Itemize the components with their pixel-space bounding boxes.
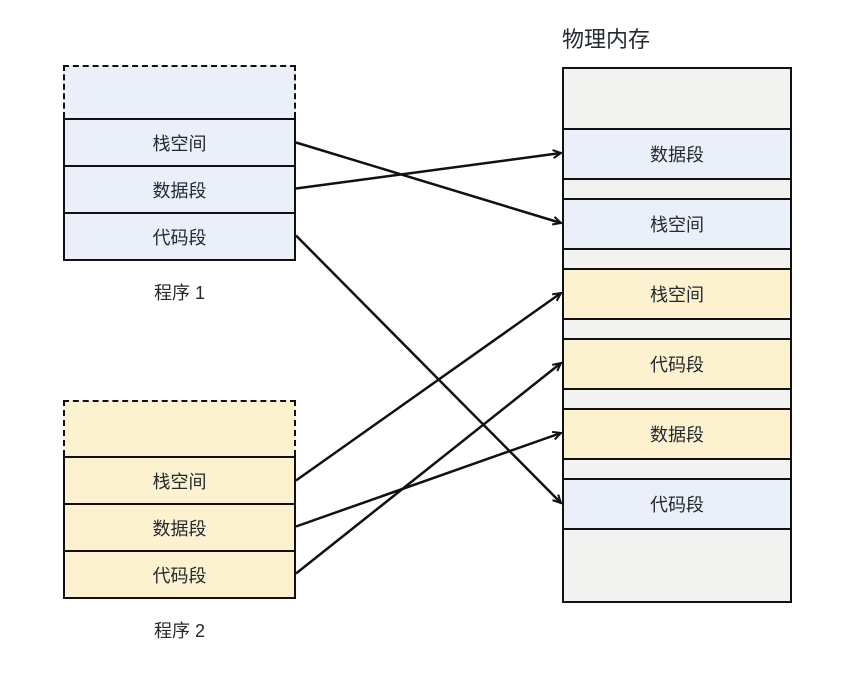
program1-reserved-region [63, 65, 296, 118]
memory-segment-p2-data: 数据段 [564, 408, 790, 458]
program2-segments: 栈空间数据段代码段 [63, 456, 296, 599]
arrow-program2.stack-to-p2-stack [295, 291, 563, 482]
memory-segment-free-bottom [564, 528, 790, 601]
program1-segment-stack: 栈空间 [65, 120, 294, 165]
memory-segment-free-top [564, 69, 790, 128]
program1-segment-data: 数据段 [65, 165, 294, 212]
program1-segment-code: 代码段 [65, 212, 294, 259]
program2-segment-code: 代码段 [65, 550, 294, 597]
program2-box: 栈空间数据段代码段 程序 2 [63, 400, 296, 643]
arrow-program1.data-to-p1-data [295, 149, 564, 190]
physical-memory-box: 数据段栈空间栈空间代码段数据段代码段 [562, 67, 792, 603]
memory-segment-p1-data: 数据段 [564, 128, 790, 178]
program1-label: 程序 1 [153, 283, 205, 303]
arrow-program1.stack-to-p1-stack [295, 141, 564, 226]
arrow-program2.data-to-p2-data [295, 430, 564, 528]
memory-segment-p2-code: 代码段 [564, 338, 790, 388]
program2-reserved-region [63, 400, 296, 456]
program1-segments: 栈空间数据段代码段 [63, 118, 296, 261]
memory-segment-gap-3 [564, 318, 790, 338]
memory-segment-gap-2 [564, 248, 790, 268]
program2-label: 程序 2 [153, 621, 205, 641]
memory-segment-p1-code: 代码段 [564, 478, 790, 528]
memory-segment-gap-5 [564, 458, 790, 478]
memory-segment-p2-stack: 栈空间 [564, 268, 790, 318]
program2-segment-stack: 栈空间 [65, 458, 294, 503]
memory-segment-gap-4 [564, 388, 790, 408]
memory-segment-p1-stack: 栈空间 [564, 198, 790, 248]
program2-segment-data: 数据段 [65, 503, 294, 550]
program1-box: 栈空间数据段代码段 程序 1 [63, 65, 296, 305]
physical-memory-title: 物理内存 [562, 27, 651, 52]
arrow-program2.code-to-p2-code [295, 361, 563, 575]
arrow-program1.code-to-p1-code [295, 234, 563, 505]
memory-segment-gap-1 [564, 178, 790, 198]
